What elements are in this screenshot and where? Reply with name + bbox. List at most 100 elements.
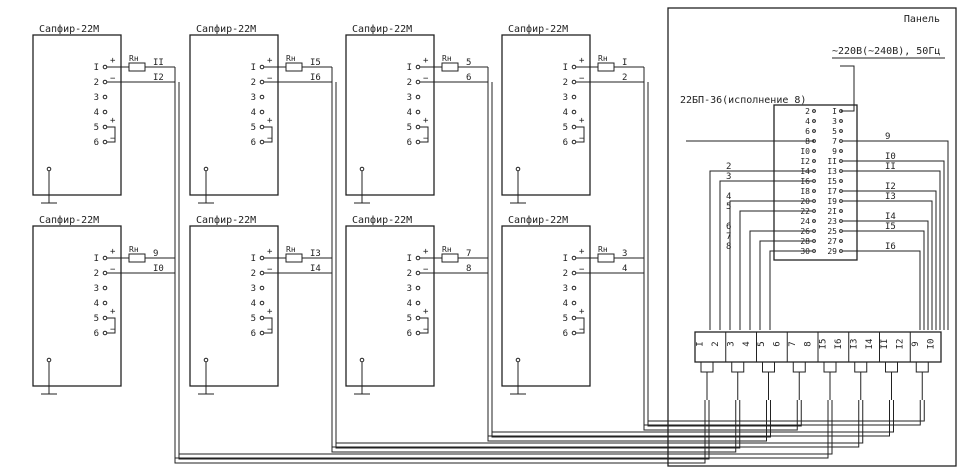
plus-sign: + [423,307,429,317]
wire-number: I0 [153,264,164,274]
psu-pin [812,169,816,173]
strip-terminal-label: II [880,339,890,350]
strip-terminal-label: 2 [711,341,721,346]
terminal-label: 2 [563,269,568,279]
jumper-5-6 [107,126,116,143]
psu-pin [812,209,816,213]
cable-pair [178,273,833,455]
transmitter-housing [32,225,122,387]
terminal-label: 3 [251,284,256,294]
terminal-2 [571,270,577,276]
wire-number: I2 [153,73,164,83]
panel-wire-number: I2 [885,182,896,192]
terminal-label: 4 [94,299,99,309]
terminal-label: 2 [407,78,412,88]
psu-pin [839,179,843,183]
psu-pin [839,139,843,143]
strip-terminal-label: I5 [819,339,829,350]
panel-wire-number: 9 [885,132,890,142]
terminal-4 [259,109,265,115]
panel: Панель~220В(~240В), 50Гц22БП-36(исполнен… [667,7,957,467]
terminal-label: 3 [94,93,99,103]
terminal-label: 2 [563,78,568,88]
wire-number: I [622,58,627,68]
terminal-3 [571,94,577,100]
terminal-6 [415,330,421,336]
terminal-label: I [563,63,568,73]
panel-wire-number: 4 [726,192,731,202]
wire-number: I6 [310,73,321,83]
psu-pin [812,179,816,183]
wire-number: 9 [153,249,158,259]
terminal-label: 6 [407,329,412,339]
panel-wire-number: I0 [885,152,896,162]
psu-pin-label: 24 [800,217,810,226]
minus-sign: − [423,265,429,275]
terminal-2 [415,79,421,85]
cable-pair [647,82,802,427]
psu-pin [812,249,816,253]
strip-terminal-label: 8 [803,341,813,346]
panel-wire-number: 6 [726,222,731,232]
psu-pin [839,229,843,233]
psu-pin-label: 23 [827,217,837,226]
panel-wire-number: 7 [726,232,731,242]
psu-pin-label: 25 [827,227,837,236]
ground-terminal [203,357,209,363]
panel-label: Панель [904,14,940,25]
terminal-5 [102,124,108,130]
plus-sign: + [579,247,585,257]
terminal-label: 4 [251,299,256,309]
terminal-label: I [94,254,99,264]
strip-terminal-label: I2 [896,339,906,350]
resistor-label: Rн [286,54,296,63]
psu-pin-label: II [827,157,837,166]
psu-pin-label: 3 [832,117,837,126]
psu-pin-label: 4 [805,117,810,126]
terminal-5 [259,124,265,130]
terminal-6 [571,139,577,145]
terminal-4 [415,300,421,306]
terminal-label: 5 [94,314,99,324]
cable-pair [643,258,921,426]
psu-pin [839,119,843,123]
terminal-2 [259,270,265,276]
terminal-4 [571,109,577,115]
terminal-label: 5 [563,123,568,133]
ground-terminal [515,166,521,172]
resistor-label: Rн [598,245,608,254]
minus-sign: − [110,265,116,275]
psu-pin [812,189,816,193]
terminal-5 [259,315,265,321]
terminal-label: I [407,254,412,264]
cable-gland [700,361,714,373]
terminal-3 [102,285,108,291]
strip-terminal-label: I3 [849,339,859,350]
transmitter-housing [189,225,279,387]
ground-terminal [515,357,521,363]
psu-pin [812,159,816,163]
minus-sign: − [579,325,585,335]
jumper-5-6 [420,126,429,143]
cable-pair [487,258,890,437]
ground-terminal [203,166,209,172]
minus-sign: − [423,74,429,84]
psu-left-wire [759,240,812,330]
psu-pin-label: I3 [827,167,837,176]
terminal-4 [259,300,265,306]
terminal-6 [571,330,577,336]
terminal-label: 2 [94,78,99,88]
minus-sign: − [267,325,273,335]
minus-sign: − [579,134,585,144]
panel-wire-number: I4 [885,212,896,222]
plus-sign: + [579,56,585,66]
minus-sign: − [267,134,273,144]
minus-sign: − [579,74,585,84]
plus-sign: + [110,56,116,66]
terminal-3 [571,285,577,291]
terminal-4 [102,300,108,306]
transmitter-housing [189,34,279,196]
